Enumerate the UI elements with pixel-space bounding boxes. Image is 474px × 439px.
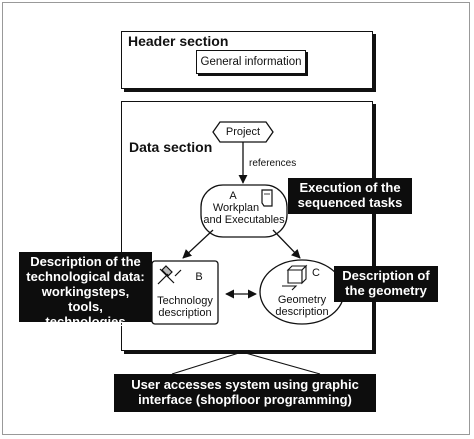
workplan-to-geometry-arrow: [272, 229, 301, 259]
geometry-cube-icon: [282, 264, 308, 291]
geometry-label-line1: Geometry: [277, 294, 327, 306]
callout-execution-line1: Execution of the: [299, 180, 401, 195]
technology-label-line1: Technology: [157, 295, 213, 307]
workplan-to-technology-arrow: [182, 229, 214, 259]
geometry-label-line2: description: [275, 306, 329, 318]
callout-technological-line4: technologies: [45, 314, 126, 329]
user-access-line-right: [241, 351, 321, 375]
figure-frame: [2, 2, 470, 435]
callout-geometry: Description of the geometry: [334, 266, 438, 302]
callout-execution-line2: sequenced tasks: [297, 195, 403, 210]
callout-technological-line3: workingsteps, tools,: [41, 284, 130, 314]
callout-geometry-line1: Description of: [342, 268, 430, 283]
workplan-letter: A: [229, 190, 237, 202]
technology-label-line2: description: [158, 307, 212, 319]
callout-user-access: User accesses system using graphic inter…: [114, 374, 376, 412]
general-information-box: General information: [196, 50, 306, 74]
data-section-title: Data section: [129, 139, 213, 155]
references-label: references: [249, 158, 297, 169]
technology-letter: B: [195, 271, 203, 283]
workplan-label-line2: and Executables: [203, 214, 285, 226]
callout-user-access-line2: interface (shopfloor programming): [138, 392, 352, 407]
callout-technological: Description of the technological data: w…: [19, 252, 152, 329]
callout-user-access-line1: User accesses system using graphic: [131, 377, 359, 392]
callout-technological-line1: Description of the: [30, 254, 141, 269]
callout-execution: Execution of the sequenced tasks: [288, 178, 412, 214]
workplan-label-line1: Workplan: [212, 202, 260, 214]
project-node: [212, 121, 274, 143]
user-access-line-left: [171, 351, 243, 375]
project-label: Project: [225, 126, 261, 138]
tool-icon: [157, 265, 182, 285]
callout-technological-line2: technological data:: [26, 269, 145, 284]
document-icon: [261, 189, 273, 207]
header-section-title: Header section: [128, 33, 229, 49]
header-section: [121, 31, 373, 89]
callout-geometry-line2: the geometry: [345, 283, 427, 298]
geometry-letter: C: [312, 267, 320, 279]
